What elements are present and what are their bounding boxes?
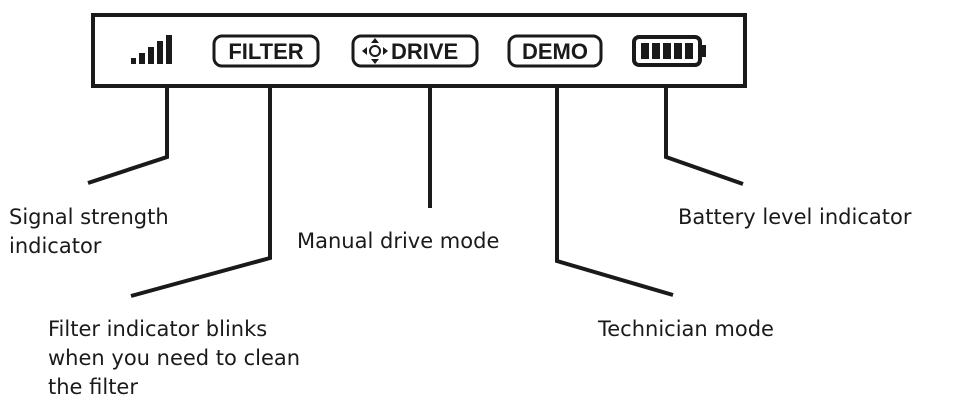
technician-leader-line xyxy=(555,88,674,297)
callout-battery-level: Battery level indicator xyxy=(678,205,912,229)
battery-full-icon xyxy=(632,35,706,67)
drive-label: DRIVE xyxy=(391,39,458,64)
filter-indicator: FILTER xyxy=(212,34,320,68)
callout-technician-mode: Technician mode xyxy=(598,317,774,341)
filter-label: FILTER xyxy=(228,39,303,64)
callout-filter-indicator: Filter indicator blinks when you need to… xyxy=(48,317,301,399)
signal-strength-bars-icon xyxy=(131,35,172,64)
battery-leader-line xyxy=(664,88,744,186)
demo-label: DEMO xyxy=(522,39,588,64)
display-panel xyxy=(91,13,747,88)
callout-signal-strength: Signal strength indicator xyxy=(9,205,169,258)
callout-manual-drive: Manual drive mode xyxy=(297,229,500,253)
demo-indicator: DEMO xyxy=(507,34,603,68)
filter-leader-line xyxy=(130,88,272,298)
signal-leader-line xyxy=(87,88,169,185)
four-direction-arrows-icon xyxy=(362,38,388,64)
drive-indicator: DRIVE xyxy=(351,34,479,68)
